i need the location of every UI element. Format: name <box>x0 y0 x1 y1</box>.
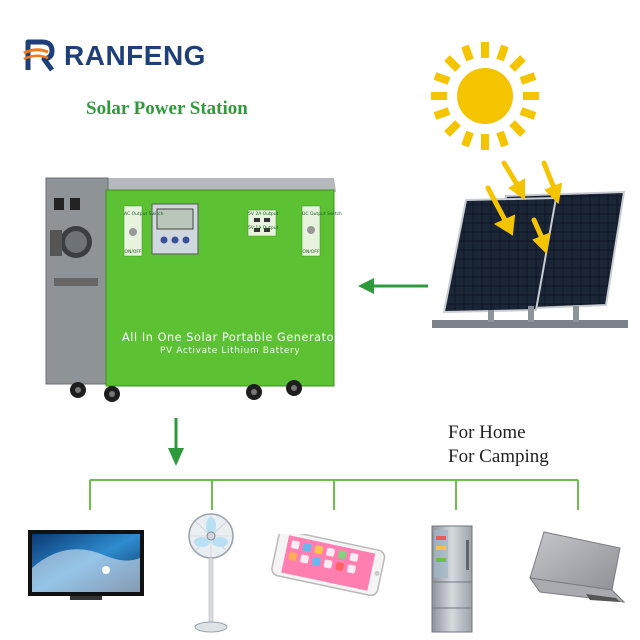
ac-panel-label: AC Output Switch <box>124 212 164 217</box>
tv-icon <box>28 530 144 600</box>
generator-subtitle: PV Activate Lithium Battery <box>160 346 301 356</box>
solar-panels <box>432 160 628 328</box>
usage-home: For Home <box>448 422 526 443</box>
sun-icon <box>431 42 539 150</box>
solar-generator <box>45 177 336 402</box>
page-subtitle: Solar Power Station <box>86 98 248 119</box>
ranfeng-logo-icon <box>23 39 55 72</box>
ac-switch-label: ON/OFF <box>124 250 142 255</box>
distribution-lines <box>89 479 579 510</box>
brand-name: RANFENG <box>64 40 206 71</box>
fridge-icon <box>431 525 473 633</box>
left-arrow-icon <box>358 278 428 294</box>
usage-camping: For Camping <box>448 446 549 467</box>
usb-label-1: 5V 2A Output <box>248 212 279 217</box>
laptop-icon <box>528 531 626 603</box>
down-arrow-icon <box>168 418 184 466</box>
dc-panel-label: DC Output Switch <box>302 212 342 217</box>
dc-switch-label: ON/OFF <box>302 250 320 255</box>
usb-label-2: 5V 1A Output <box>248 226 279 231</box>
phone-icon <box>271 534 386 596</box>
fan-icon <box>188 513 234 633</box>
generator-title: All In One Solar Portable Generator <box>122 331 340 344</box>
